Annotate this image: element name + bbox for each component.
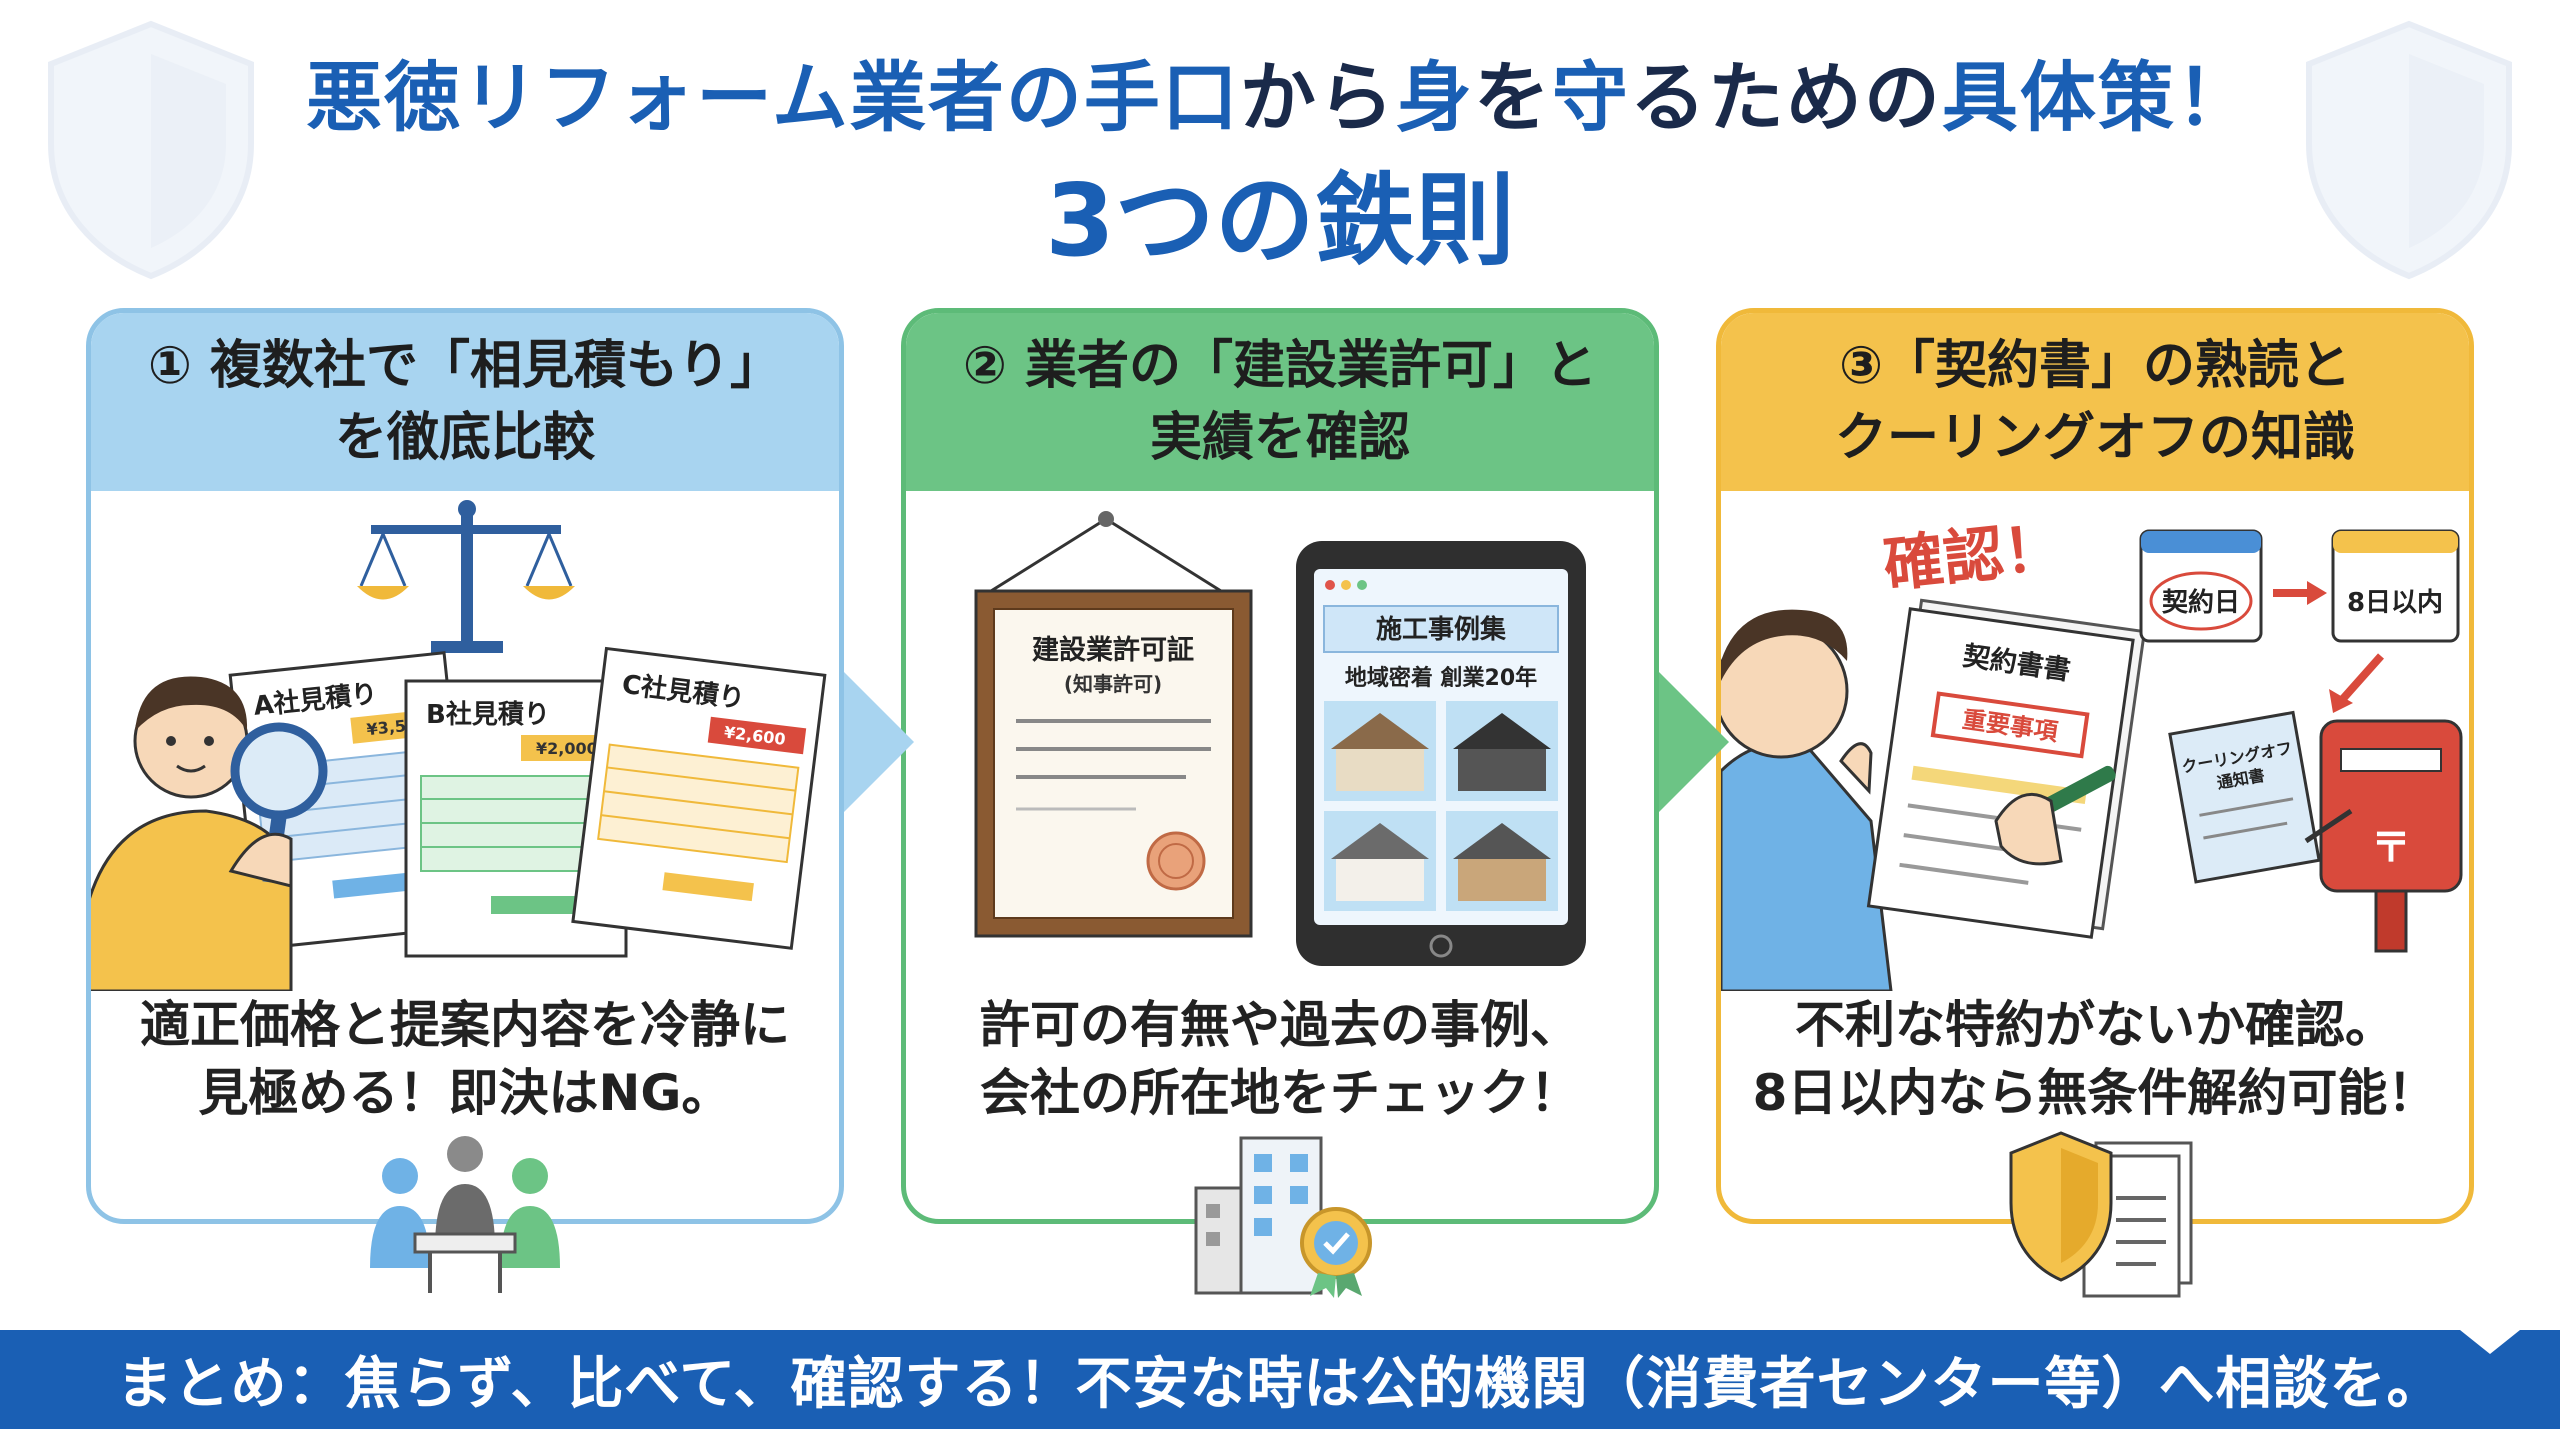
certified-company-building-icon <box>1194 1136 1372 1298</box>
person-with-magnifier-icon <box>91 676 328 991</box>
tablet-subtitle: 地域密着 創業20年 <box>1345 665 1537 691</box>
background-shield-icon <box>48 20 254 280</box>
summary-banner: まとめ：焦らず、比べて、確認する！不安な時は公的機関（消費者センター等）へ相談を… <box>0 1330 2560 1429</box>
postbox-icon: 〒 <box>2319 719 2463 953</box>
title-line1: 悪徳リフォーム業者の手口から身を守るための具体策！ <box>0 48 2560 148</box>
person-reading-contract-icon <box>1721 609 1893 991</box>
next-step-arrow-icon <box>1659 672 1729 812</box>
contract-day-calendar-icon: 契約日 <box>2139 529 2263 643</box>
license-and-portfolio-illustration: 建設業許可証 (知事許可) 施工事例集 地域密着 創業20年 <box>974 511 1586 966</box>
title-part: 悪徳リフォーム業者の手口 <box>306 53 1240 142</box>
page-title: 悪徳リフォーム業者の手口から身を守るための具体策！ 3つの鉄則 <box>0 48 2560 286</box>
rule-card-1-description-line2: 見極める！即決はNG。 <box>198 1064 732 1122</box>
rule-card-3-description: 不利な特約がないか確認。 8日以内なら無条件解約可能！ <box>1721 991 2469 1127</box>
rule-card-2-description-line2: 会社の所在地をチェック！ <box>980 1064 1580 1122</box>
check-label: 確認！ <box>1880 512 2066 600</box>
certificate-subtitle: (知事許可) <box>1064 672 1162 696</box>
rule-card-1: ① 複数社で「相見積もり」 を徹底比較 A社見積り ¥3,500 <box>86 308 844 1224</box>
next-step-arrow-icon <box>844 672 914 812</box>
meeting-people-icon <box>370 1136 560 1293</box>
cooling-off-notice-icon: クーリングオフ 通知書 <box>2168 710 2321 884</box>
rule-card-3: ③「契約書」の熟読と クーリングオフの知識 確認！ 契約書書 重要事項 <box>1716 308 2474 1224</box>
title-part: 守 <box>1551 53 1630 142</box>
shield-document-icon <box>2009 1131 2193 1298</box>
tablet-title: 施工事例集 <box>1376 614 1507 645</box>
title-part: 具体策！ <box>1941 53 2254 142</box>
rule-card-3-header: ③「契約書」の熟読と クーリングオフの知識 <box>1721 313 2469 491</box>
title-part: 身 <box>1395 53 1474 142</box>
contract-review-illustration: 確認！ 契約書書 重要事項 <box>1721 512 2463 991</box>
estimate-comparison-illustration: A社見積り ¥3,500 B社見積り ¥2,000 <box>91 500 827 991</box>
scales-icon <box>357 500 575 653</box>
rule-card-3-heading-line2: クーリングオフの知識 <box>1834 408 2355 468</box>
house-photo <box>1324 811 1436 911</box>
tablet-portfolio-icon: 施工事例集 地域密着 創業20年 <box>1296 541 1586 966</box>
house-photo <box>1324 701 1436 801</box>
eight-days-calendar-icon: 8日以内 <box>2331 529 2460 643</box>
rule-card-3-description-line2: 8日以内なら無条件解約可能！ <box>1752 1064 2438 1122</box>
banner-corner-notch <box>2460 1330 2520 1354</box>
estimate-b-price: ¥2,000 <box>536 739 598 758</box>
summary-text: まとめ：焦らず、比べて、確認する！不安な時は公的機関（消費者センター等）へ相談を… <box>116 1352 2444 1417</box>
rule-card-2-description-line1: 許可の有無や過去の事例、 <box>980 996 1580 1054</box>
license-certificate-icon: 建設業許可証 (知事許可) <box>974 511 1253 938</box>
contract-day-label: 契約日 <box>2161 587 2240 618</box>
post-mark: 〒 <box>2371 825 2411 871</box>
rule-card-2-heading-line2: 実績を確認 <box>1149 408 1410 468</box>
house-photo <box>1446 811 1558 911</box>
title-part: から <box>1239 53 1396 142</box>
rule-card-3-heading-line1: ③「契約書」の熟読と <box>1838 336 2352 396</box>
rule-card-1-description: 適正価格と提案内容を冷静に 見極める！即決はNG。 <box>91 991 839 1127</box>
rule-card-3-description-line1: 不利な特約がないか確認。 <box>1795 996 2395 1054</box>
rule-card-2-description: 許可の有無や過去の事例、 会社の所在地をチェック！ <box>906 991 1654 1127</box>
rule-card-1-header: ① 複数社で「相見積もり」 を徹底比較 <box>91 313 839 491</box>
rule-card-1-description-line1: 適正価格と提案内容を冷静に <box>140 996 790 1054</box>
within-8-days-label: 8日以内 <box>2347 588 2443 618</box>
rule-card-1-heading-line1: ① 複数社で「相見積もり」 <box>147 336 783 396</box>
house-photo <box>1446 701 1558 801</box>
certificate-title: 建設業許可証 <box>1032 634 1194 666</box>
title-line2: 3つの鉄則 <box>1045 162 1515 279</box>
title-part: るための <box>1629 53 1942 142</box>
title-part: を <box>1473 53 1552 142</box>
estimate-sheet-c: C社見積り ¥2,600 <box>571 646 827 950</box>
rule-card-2-heading-line1: ② 業者の「建設業許可」と <box>962 336 1598 396</box>
background-shield-icon <box>2306 20 2512 280</box>
rule-card-1-heading-line2: を徹底比較 <box>334 408 595 468</box>
estimate-b-title: B社見積り <box>426 699 550 730</box>
rule-card-2-header: ② 業者の「建設業許可」と 実績を確認 <box>906 313 1654 491</box>
rule-card-2: ② 業者の「建設業許可」と 実績を確認 建設業許可証 (知事許可) <box>901 308 1659 1224</box>
pen-icon <box>1994 765 2116 866</box>
